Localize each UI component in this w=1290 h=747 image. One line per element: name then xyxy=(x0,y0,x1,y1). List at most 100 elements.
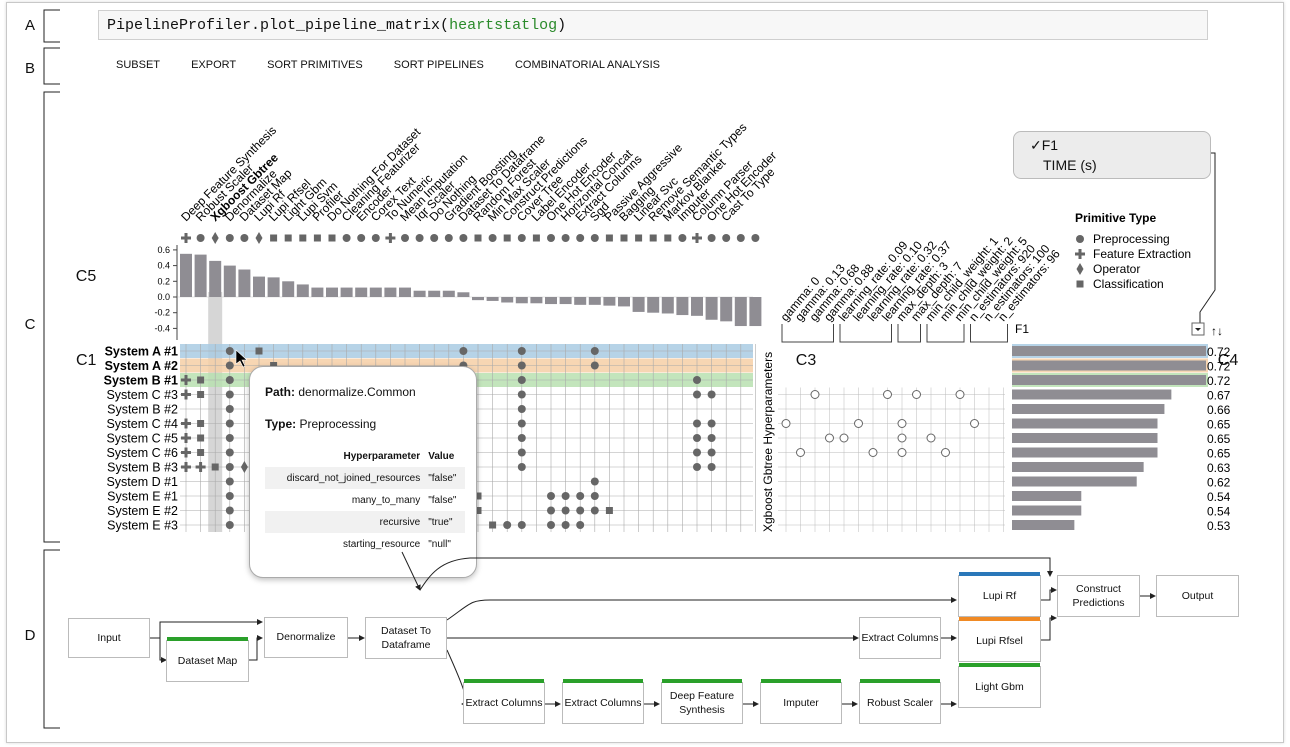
sort-icon: ↑↓ xyxy=(1211,324,1223,338)
node-dataset-map[interactable]: Dataset Map xyxy=(166,637,249,682)
classification-icon xyxy=(620,234,628,242)
node-lupi-rf[interactable]: Lupi Rf xyxy=(958,572,1041,617)
classification-icon xyxy=(197,391,205,398)
preprocessing-icon xyxy=(371,234,380,242)
preprocessing-icon xyxy=(225,521,234,529)
menu-sort-pipelines[interactable]: SORT PIPELINES xyxy=(393,59,484,71)
legend-item: Classification xyxy=(1093,277,1164,291)
node-dataset-to-dataframe[interactable]: Dataset To Dataframe xyxy=(365,617,447,659)
score-bar xyxy=(1012,462,1144,472)
classification-icon xyxy=(635,234,643,242)
node-denormalize[interactable]: Denormalize xyxy=(264,617,348,658)
classification-icon xyxy=(503,234,511,242)
preprocessing-icon xyxy=(225,405,234,413)
score-label: 0.67 xyxy=(1207,389,1231,403)
node-imputer[interactable]: Imputer xyxy=(760,679,842,724)
feature-extraction-icon xyxy=(181,233,191,243)
preprocessing-icon xyxy=(590,492,599,500)
table-row: discard_not_joined_resources"false" xyxy=(265,467,465,489)
score-bar xyxy=(1012,491,1082,501)
importance-bar xyxy=(253,276,265,297)
metric-option-f1[interactable]: ✓F1 xyxy=(1030,137,1058,154)
check-icon: ✓ xyxy=(1030,137,1042,153)
classification-icon xyxy=(197,449,205,456)
score-bar xyxy=(1012,404,1165,414)
preprocessing-icon xyxy=(225,448,234,457)
preprocessing-icon xyxy=(707,448,716,457)
importance-bar xyxy=(574,297,587,305)
table-cell-key: starting_resource xyxy=(342,538,421,550)
classification-icon xyxy=(532,234,540,242)
score-label: 0.65 xyxy=(1207,432,1231,446)
preprocessing-icon xyxy=(707,419,716,428)
table-header-hyperparameter: Hyperparameter xyxy=(343,450,421,462)
code-arg: heartstatlog xyxy=(449,17,558,34)
node-light-gbm[interactable]: Light Gbm xyxy=(958,663,1041,708)
preprocessing-icon xyxy=(225,477,234,486)
node-extract-columns-1[interactable]: Extract Columns xyxy=(463,679,545,724)
importance-bar xyxy=(647,297,660,313)
classification-icon xyxy=(664,234,672,242)
node-extract-columns-2[interactable]: Extract Columns xyxy=(562,679,644,724)
legend-item: Operator xyxy=(1093,262,1140,276)
preprocessing-icon xyxy=(240,234,249,242)
classification-icon xyxy=(474,507,482,514)
pipeline-name: System B #2 xyxy=(107,403,178,417)
notebook-frame xyxy=(6,2,1284,743)
y-tick-label: -0.4 xyxy=(154,323,170,333)
node-lupi-rfsel[interactable]: Lupi Rfsel xyxy=(958,617,1041,662)
score-bar xyxy=(1012,360,1206,371)
preprocessing-icon xyxy=(517,521,526,529)
classification-icon xyxy=(284,234,292,242)
preprocessing-icon xyxy=(590,506,599,515)
importance-bar xyxy=(530,297,543,304)
node-construct-predictions[interactable]: Construct Predictions xyxy=(1057,575,1140,617)
feature-extraction-icon xyxy=(692,233,702,243)
menu-subset[interactable]: SUBSET xyxy=(116,59,161,71)
importance-bar xyxy=(399,287,411,297)
hyper-value-dot xyxy=(796,448,805,457)
node-bar xyxy=(761,679,841,683)
operator-icon xyxy=(240,461,248,473)
table-row: many_to_many"false" xyxy=(265,489,465,511)
tooltip-path-value: denormalize.Common xyxy=(298,385,416,399)
menu-combinatorial-analysis[interactable]: COMBINATORIAL ANALYSIS xyxy=(514,59,661,71)
tooltip-type-label: Type: xyxy=(265,417,297,431)
classification-icon xyxy=(197,434,205,442)
table-cell-value: "false" xyxy=(424,467,465,489)
y-tick-label: 0.6 xyxy=(157,245,170,255)
score-bar xyxy=(1012,447,1158,458)
score-label: 0.65 xyxy=(1207,447,1231,461)
preprocessing-icon xyxy=(561,234,570,242)
preprocessing-icon xyxy=(561,521,570,529)
score-bar xyxy=(1012,346,1206,356)
node-output[interactable]: Output xyxy=(1156,575,1239,617)
preprocessing-icon xyxy=(693,463,701,471)
preprocessing-icon xyxy=(357,234,366,242)
importance-bar xyxy=(223,265,236,297)
preprocessing-icon xyxy=(517,434,526,442)
preprocessing-icon xyxy=(517,234,526,242)
node-label: Deep Feature Synthesis xyxy=(669,689,735,716)
node-deep-feature-synthesis[interactable]: Deep Feature Synthesis xyxy=(661,679,743,724)
legend-item: Preprocessing xyxy=(1093,232,1170,246)
node-input[interactable]: Input xyxy=(68,618,150,658)
preprocessing-icon xyxy=(225,506,234,515)
classification-icon xyxy=(255,347,263,355)
hyper-value-dot xyxy=(883,390,892,399)
preprocessing-icon xyxy=(225,434,234,442)
node-robust-scaler[interactable]: Robust Scaler xyxy=(859,679,941,724)
code-cell[interactable]: PipelineProfiler.plot_pipeline_matrix(he… xyxy=(98,10,1208,40)
menu-export[interactable]: EXPORT xyxy=(191,59,237,71)
menu-sort-primitives[interactable]: SORT PRIMITIVES xyxy=(267,59,363,71)
preprocessing-icon xyxy=(693,390,701,399)
node-extract-columns-3[interactable]: Extract Columns xyxy=(859,617,941,659)
preprocessing-icon xyxy=(225,376,234,384)
importance-bar xyxy=(180,253,192,297)
score-bar xyxy=(1012,476,1137,487)
importance-bar xyxy=(194,254,207,297)
metric-selector-menu[interactable]: ✓F1 TIME (s) xyxy=(1013,131,1211,179)
preprocessing-icon xyxy=(430,234,439,242)
metric-option-time[interactable]: TIME (s) xyxy=(1043,157,1097,173)
